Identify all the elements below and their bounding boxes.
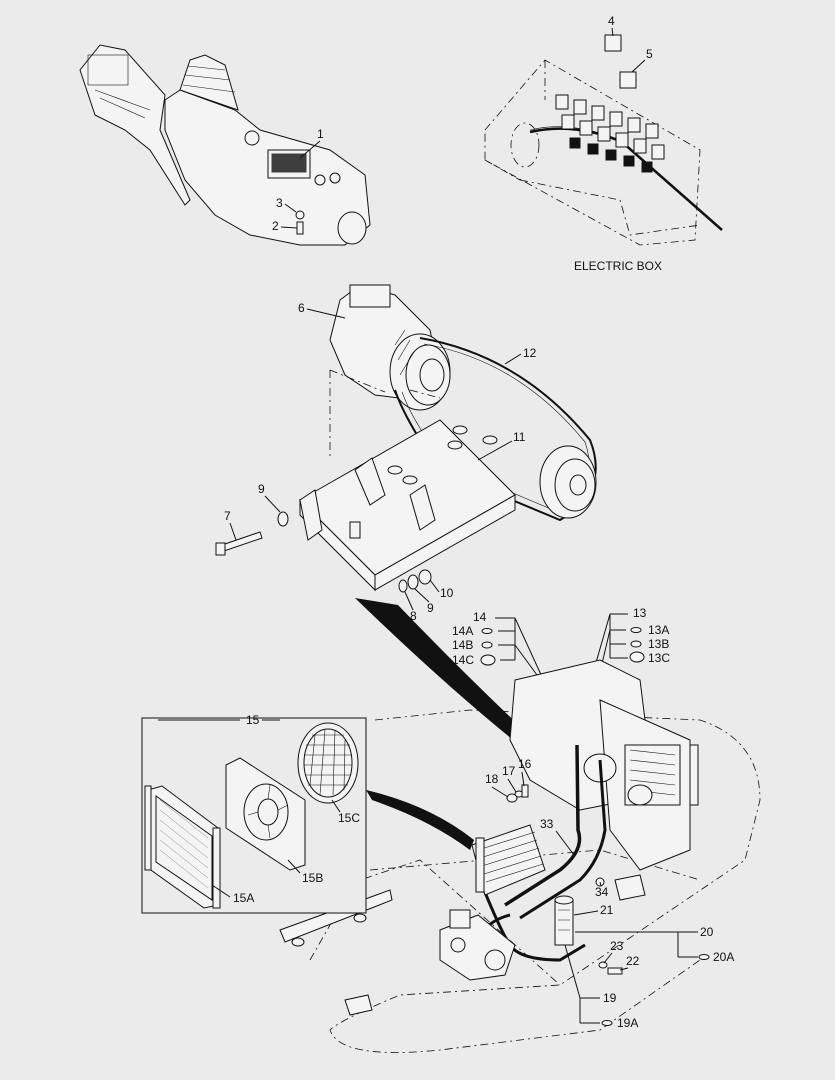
label-15: 15 xyxy=(246,713,260,727)
condenser-unit xyxy=(471,824,546,896)
label-10: 10 xyxy=(440,586,454,600)
bolt-washer-set xyxy=(215,511,432,593)
leader-swoosh-box xyxy=(366,790,474,850)
label-2: 2 xyxy=(272,219,279,233)
compressor-assembly xyxy=(329,284,451,411)
leader-swoosh xyxy=(355,598,540,752)
label-20A: 20A xyxy=(713,950,734,964)
relay-grid xyxy=(555,94,665,173)
label-23: 23 xyxy=(610,939,624,953)
label-17: 17 xyxy=(502,764,516,778)
label-16: 16 xyxy=(518,757,532,771)
label-4: 4 xyxy=(608,14,615,28)
label-11: 11 xyxy=(513,430,526,444)
expansion-valve-assembly xyxy=(439,909,516,981)
control-console-assembly xyxy=(79,44,371,246)
electric-box-assembly xyxy=(484,34,723,246)
leader-19 xyxy=(564,944,613,1026)
label-14B: 14B xyxy=(452,638,473,652)
inset-box-15 xyxy=(141,717,367,914)
label-14A: 14A xyxy=(452,624,473,638)
label-12: 12 xyxy=(523,346,537,360)
mounting-bracket xyxy=(299,369,516,592)
label-19A: 19A xyxy=(617,1016,638,1030)
electric-box-label: ELECTRIC BOX xyxy=(574,259,662,273)
label-34: 34 xyxy=(595,885,609,899)
label-13C: 13C xyxy=(648,651,670,665)
receiver-dryer xyxy=(554,895,574,946)
label-15A: 15A xyxy=(233,891,254,905)
label-1: 1 xyxy=(317,127,324,141)
label-13: 13 xyxy=(633,606,647,620)
label-14: 14 xyxy=(473,610,487,624)
label-18: 18 xyxy=(485,772,499,786)
label-15B: 15B xyxy=(302,871,323,885)
label-14C: 14C xyxy=(452,653,474,667)
label-7: 7 xyxy=(224,509,231,523)
leader-20 xyxy=(575,931,710,960)
label-5: 5 xyxy=(646,47,653,61)
label-33: 33 xyxy=(540,817,554,831)
label-15C: 15C xyxy=(338,811,360,825)
label-21: 21 xyxy=(600,903,614,917)
label-8: 8 xyxy=(410,609,417,623)
small-fasteners xyxy=(506,784,623,975)
label-19: 19 xyxy=(603,991,617,1005)
label-6: 6 xyxy=(298,301,305,315)
label-20: 20 xyxy=(700,925,714,939)
engine-block xyxy=(509,659,699,901)
label-22: 22 xyxy=(626,954,640,968)
label-13A: 13A xyxy=(648,623,669,637)
label-9-bottom: 9 xyxy=(427,601,434,615)
label-9-top: 9 xyxy=(258,482,265,496)
label-3: 3 xyxy=(276,196,283,210)
label-13B: 13B xyxy=(648,637,669,651)
